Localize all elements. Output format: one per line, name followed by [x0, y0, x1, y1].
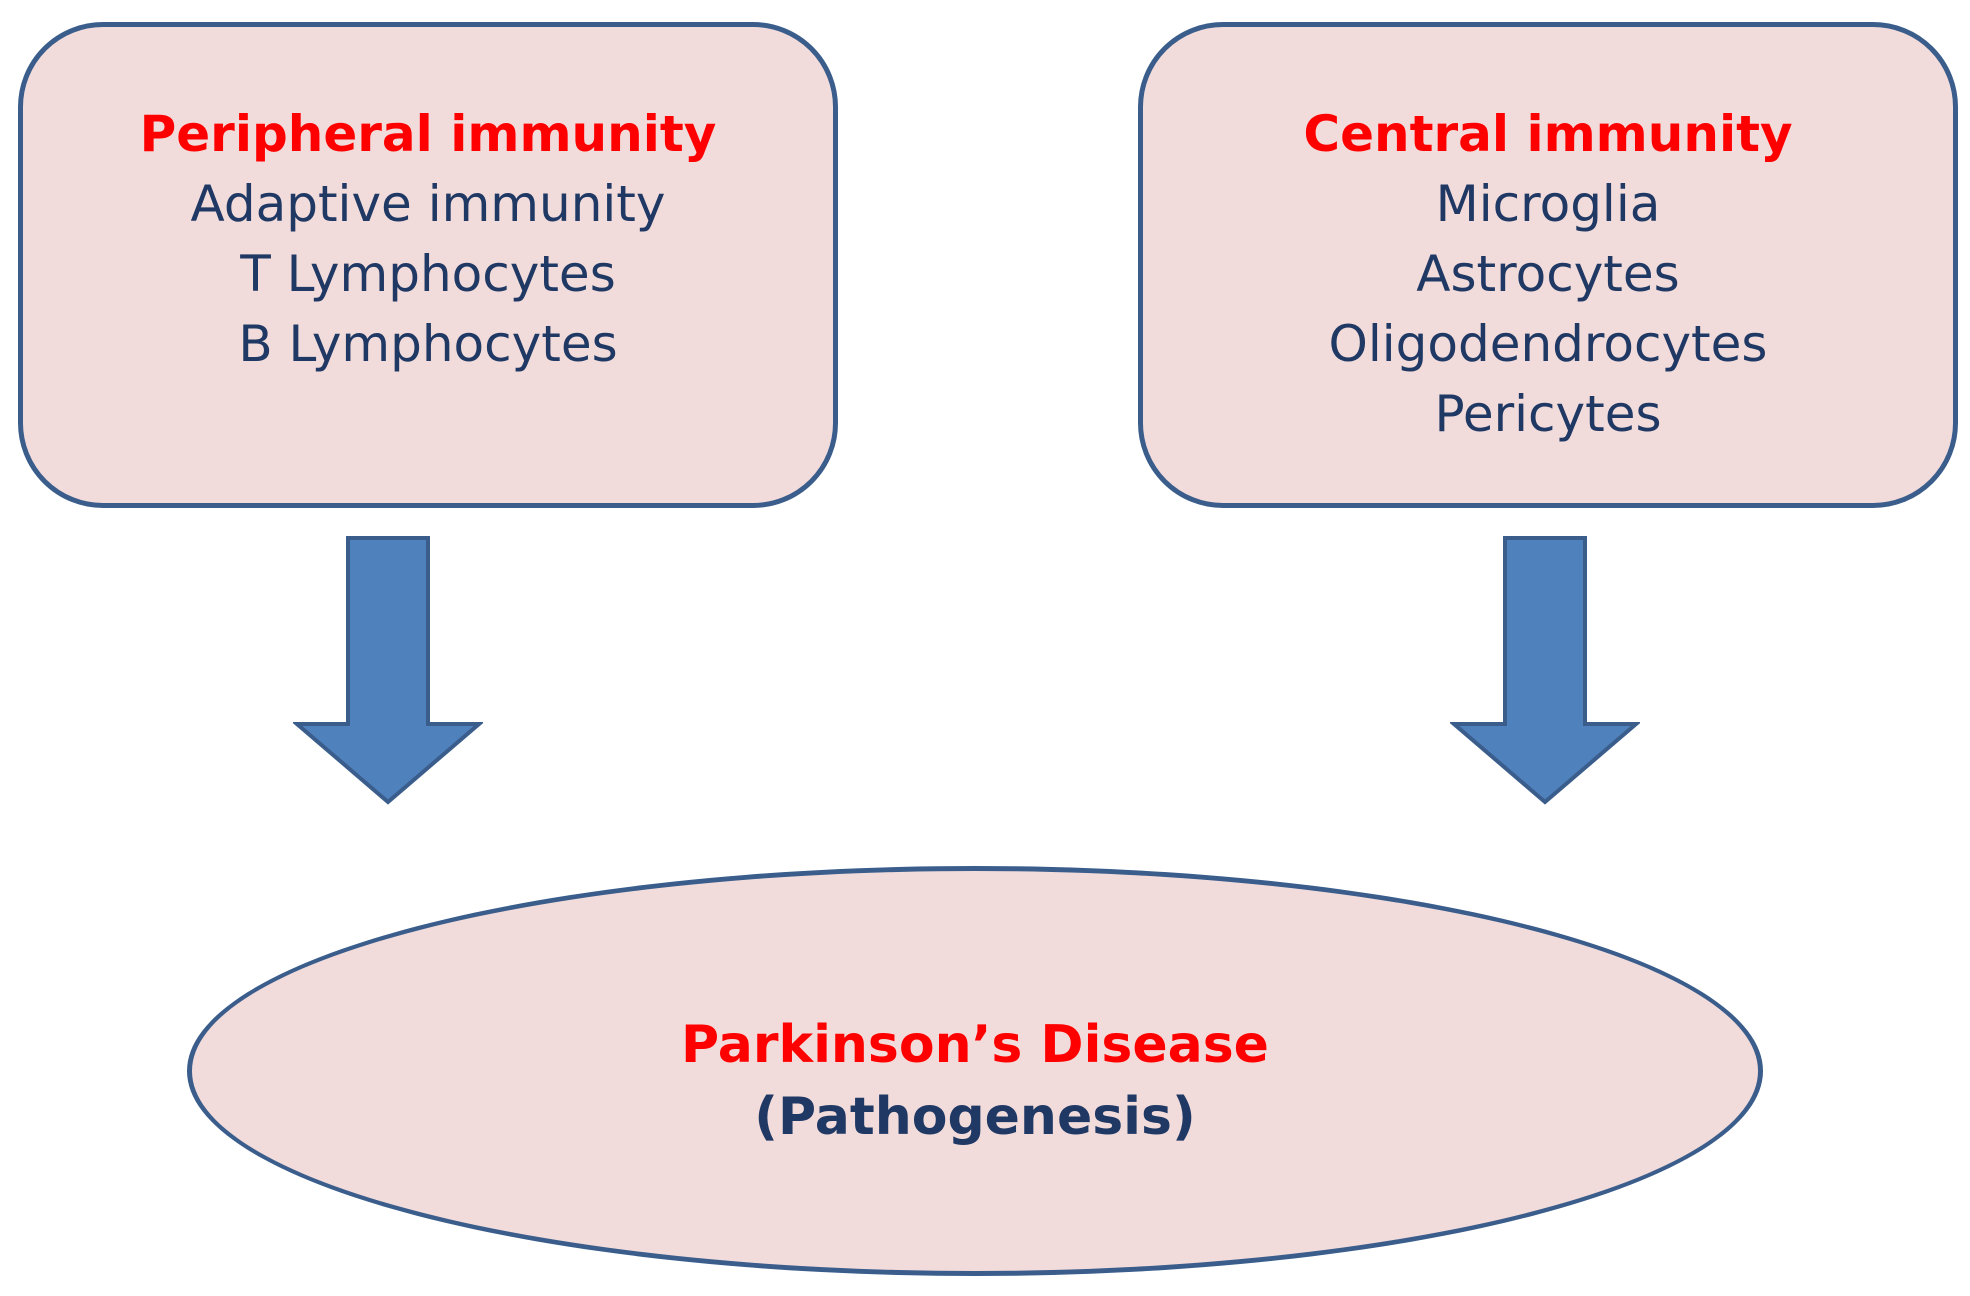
parkinsons-disease-ellipse: Parkinson’s Disease (Pathogenesis): [187, 866, 1763, 1276]
down-arrow-icon: [1450, 536, 1640, 805]
parkinsons-disease-title: Parkinson’s Disease: [681, 1015, 1269, 1075]
central-item-pericytes: Pericytes: [1434, 385, 1662, 443]
peripheral-immunity-heading: Peripheral immunity: [139, 105, 717, 163]
peripheral-immunity-content: Peripheral immunity Adaptive immunity T …: [23, 99, 833, 379]
pathogenesis-subtitle: (Pathogenesis): [754, 1087, 1196, 1147]
central-immunity-content: Central immunity Microglia Astrocytes Ol…: [1143, 99, 1953, 449]
down-arrow-icon: [293, 536, 483, 805]
peripheral-immunity-box: Peripheral immunity Adaptive immunity T …: [18, 22, 838, 508]
central-item-oligodendrocytes: Oligodendrocytes: [1328, 315, 1768, 373]
peripheral-item-adaptive-immunity: Adaptive immunity: [190, 175, 666, 233]
central-immunity-box: Central immunity Microglia Astrocytes Ol…: [1138, 22, 1958, 508]
parkinsons-disease-content: Parkinson’s Disease (Pathogenesis): [192, 1009, 1758, 1153]
peripheral-item-t-lymphocytes: T Lymphocytes: [240, 245, 616, 303]
peripheral-item-b-lymphocytes: B Lymphocytes: [238, 315, 618, 373]
central-item-astrocytes: Astrocytes: [1416, 245, 1680, 303]
central-immunity-heading: Central immunity: [1303, 105, 1793, 163]
central-item-microglia: Microglia: [1435, 175, 1661, 233]
